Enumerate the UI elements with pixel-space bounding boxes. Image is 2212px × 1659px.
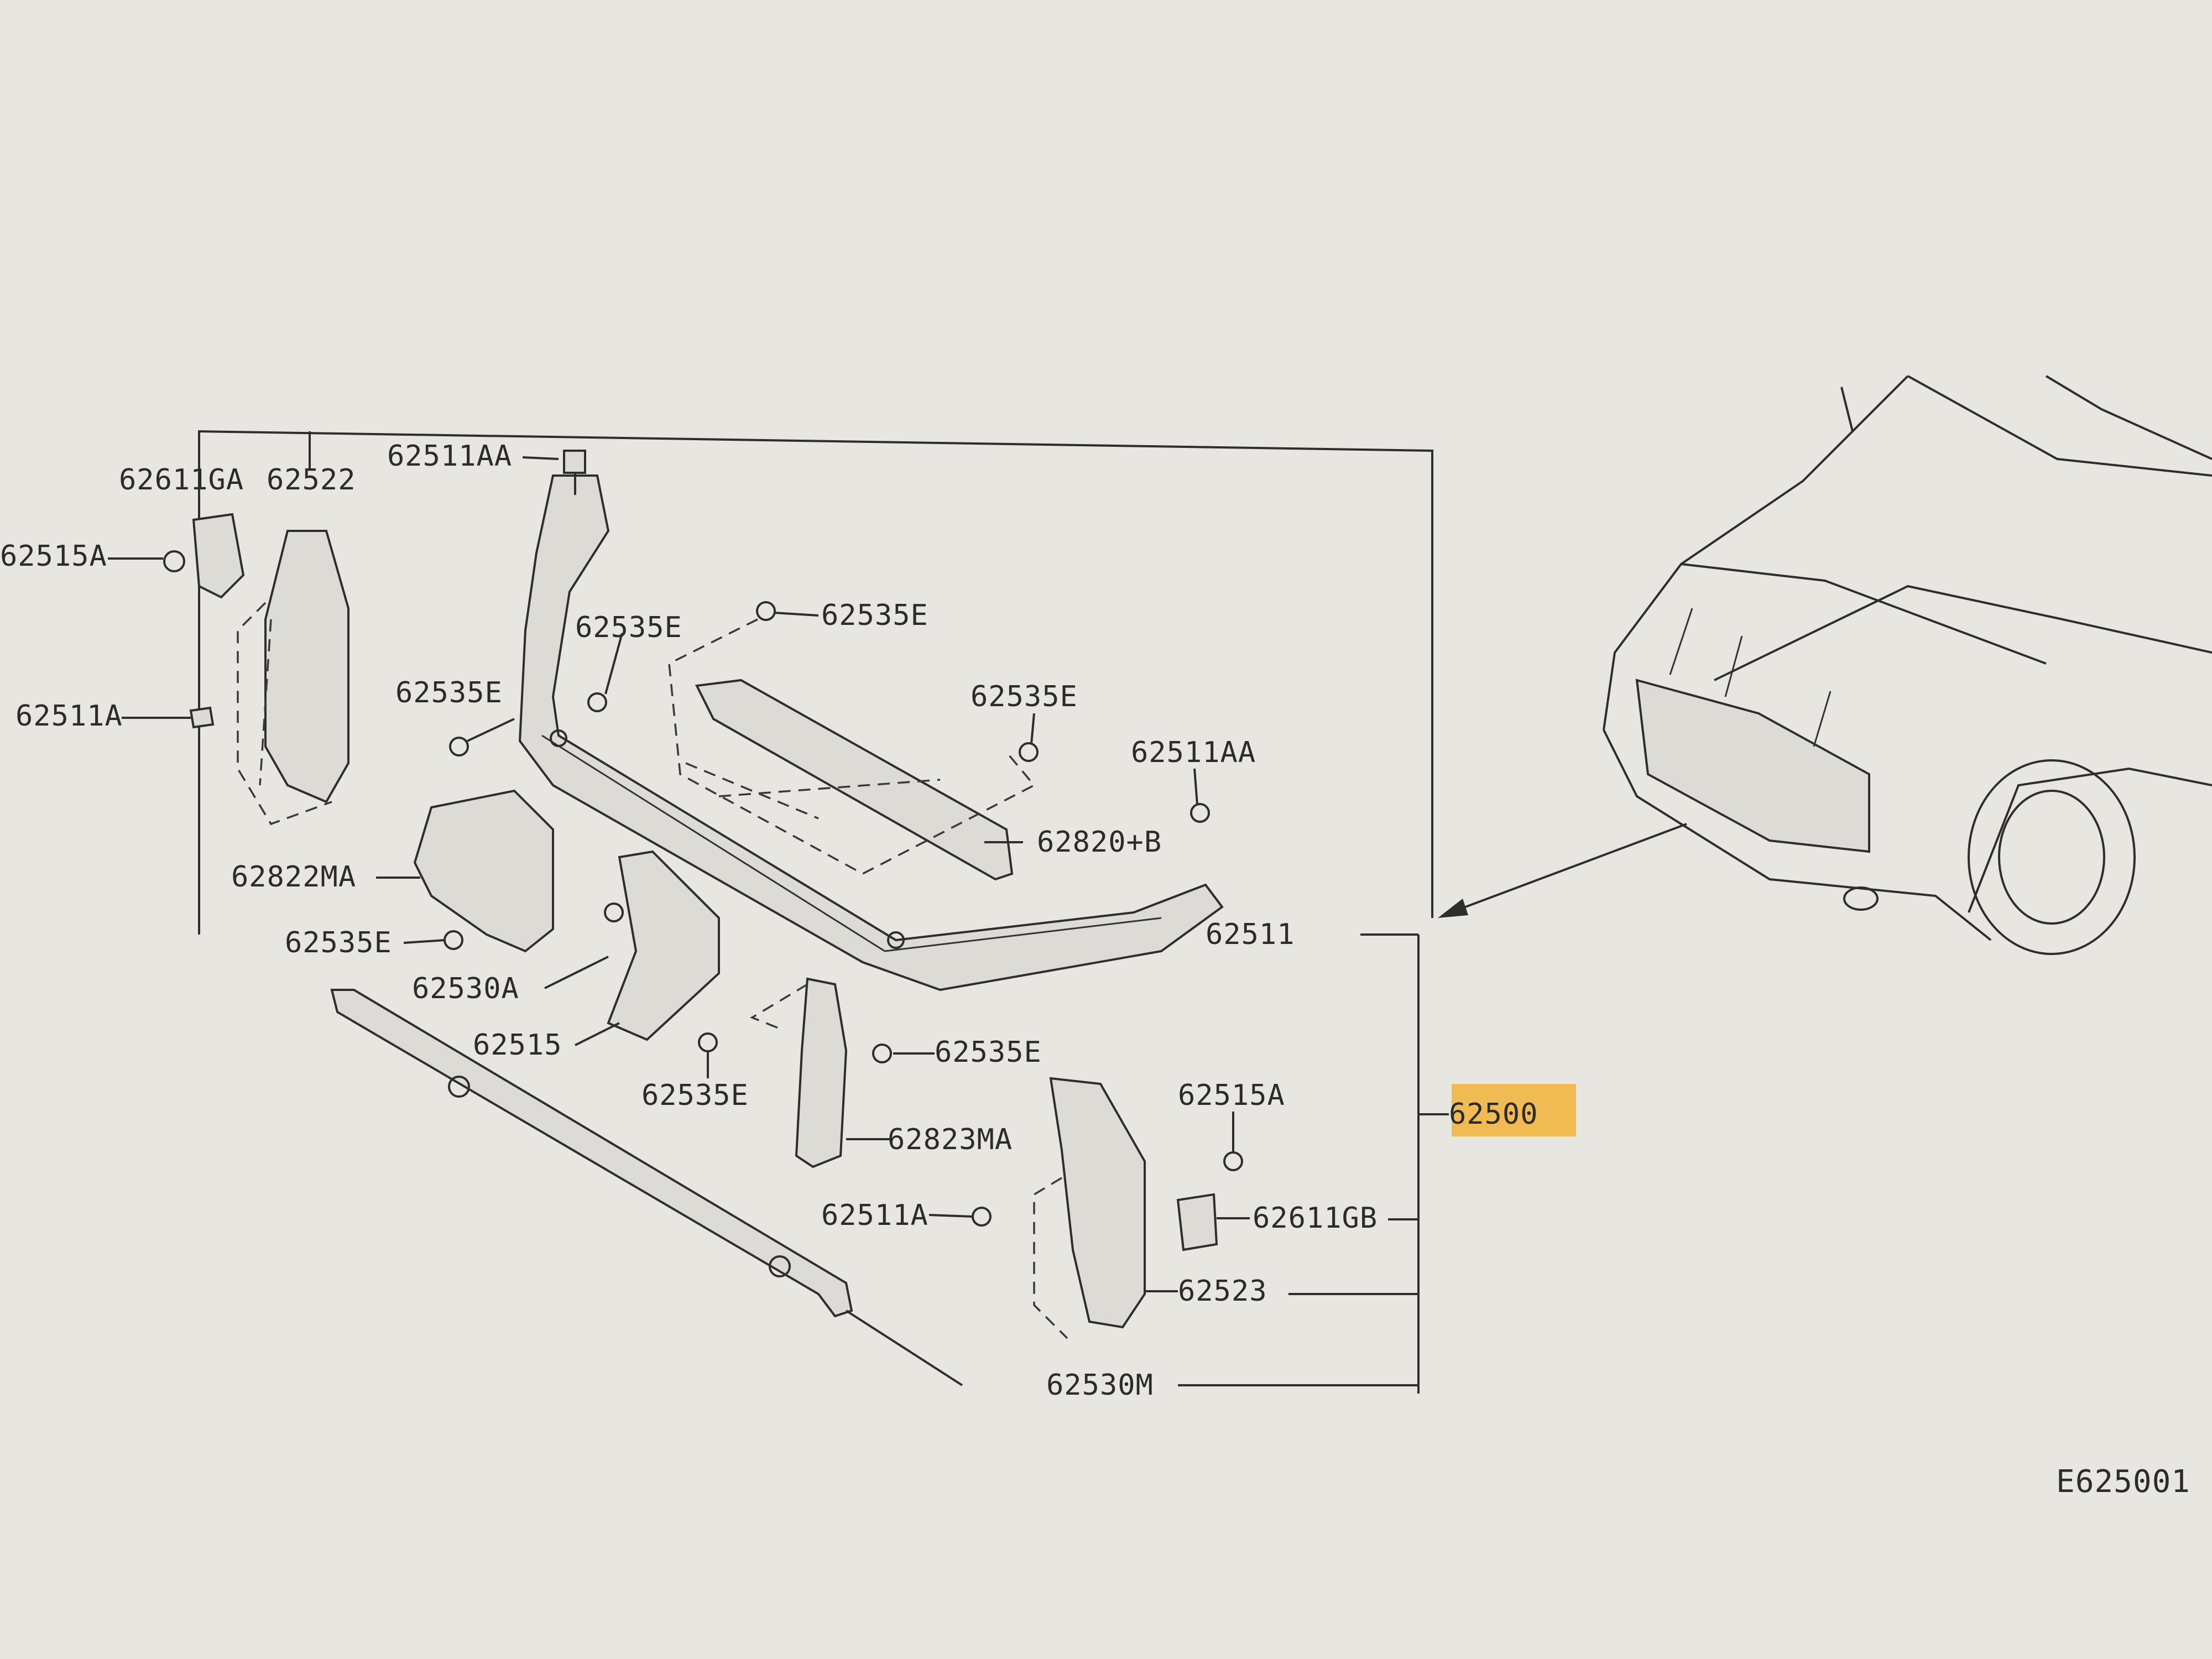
side-bracket-left-drawing	[413, 737, 554, 953]
hood-lock-stay-drawing	[668, 618, 1036, 881]
label-62535E-g: 62535E	[935, 1036, 1042, 1069]
assembly-bracket	[198, 430, 1449, 1394]
label-62523: 62523	[1178, 1275, 1267, 1308]
label-62530A: 62530A	[412, 972, 519, 1005]
label-62511: 62511	[1206, 918, 1295, 951]
label-62511A-left: 62511A	[15, 700, 123, 733]
label-62530M: 62530M	[1046, 1369, 1154, 1402]
core-support-drawing	[518, 450, 1224, 992]
label-62515A-left: 62515A	[0, 540, 107, 573]
label-62820B: 62820+B	[1037, 826, 1162, 859]
label-62511AA-top: 62511AA	[387, 440, 512, 473]
label-62522: 62522	[267, 463, 356, 497]
label-62511A-right: 62511A	[821, 1199, 928, 1232]
vehicle-illustration	[1603, 375, 2212, 955]
diagram-code: E625001	[2056, 1464, 2190, 1500]
pointer-arrow	[1438, 823, 1687, 918]
leader-lines	[108, 456, 1250, 1292]
side-bracket-right-drawing	[750, 977, 848, 1168]
label-62611GB: 62611GB	[1253, 1202, 1378, 1235]
center-stay-drawing	[604, 850, 720, 1041]
assembly-highlight	[1452, 1084, 1576, 1136]
right-bracket-drawing	[972, 1077, 1243, 1339]
fasteners	[587, 601, 1210, 1063]
label-62822MA: 62822MA	[231, 860, 356, 894]
label-62535E-f: 62535E	[641, 1079, 749, 1112]
label-62515A-right: 62515A	[1178, 1079, 1285, 1112]
label-62535E-b: 62535E	[821, 599, 928, 632]
label-62535E-a: 62535E	[575, 611, 682, 644]
left-bracket-drawing	[163, 513, 349, 826]
label-62511AA-right: 62511AA	[1131, 736, 1256, 769]
label-62611GA: 62611GA	[119, 463, 244, 497]
label-62535E-d: 62535E	[971, 680, 1078, 713]
label-62535E-c: 62535E	[395, 676, 503, 709]
label-62535E-e: 62535E	[285, 926, 392, 959]
part-labels: 62611GA 62522 62515A 62511A 62511AA 6253…	[0, 440, 2190, 1500]
lower-support-drawing	[330, 989, 963, 1386]
label-62515: 62515	[473, 1029, 562, 1062]
label-62823MA: 62823MA	[888, 1123, 1013, 1156]
label-assembly-62500: 62500	[1449, 1098, 1538, 1131]
